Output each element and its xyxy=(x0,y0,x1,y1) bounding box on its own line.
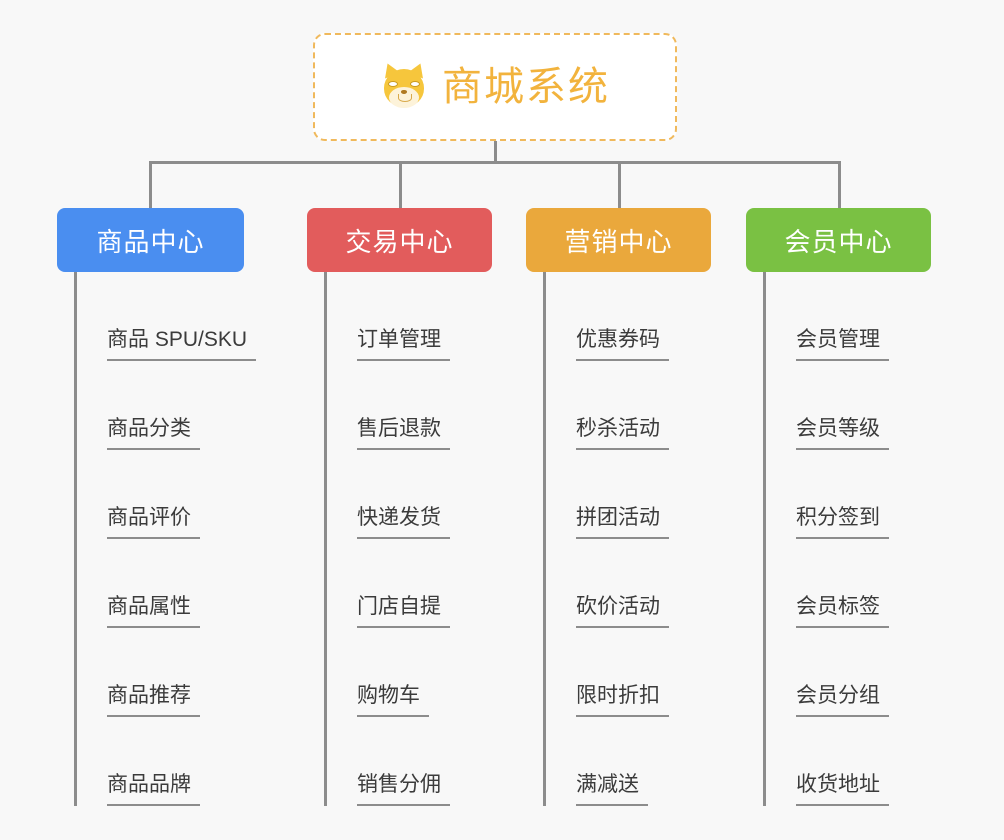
leaf-label: 积分签到 xyxy=(796,506,889,539)
root-node[interactable]: 商城系统 xyxy=(313,33,677,141)
branch-header-label-4: 会员中心 xyxy=(784,226,893,257)
leaf-label: 商品分类 xyxy=(107,417,200,450)
branch-column-3: 营销中心 优惠券码 秒杀活动 拼团活动 砍价活动 限时折扣 满减送 xyxy=(526,208,716,806)
leaf-group-3: 优惠券码 秒杀活动 拼团活动 砍价活动 限时折扣 满减送 xyxy=(543,272,716,806)
leaf-item[interactable]: 商品 SPU/SKU xyxy=(77,272,257,361)
leaf-label: 满减送 xyxy=(576,773,648,806)
branch-header-label-3: 营销中心 xyxy=(564,226,673,257)
root-stem-connector xyxy=(494,141,497,163)
leaf-item[interactable]: 满减送 xyxy=(546,717,716,806)
leaf-label: 收货地址 xyxy=(796,773,889,806)
leaf-group-2: 订单管理 售后退款 快递发货 门店自提 购物车 销售分佣 xyxy=(324,272,497,806)
leaf-label: 限时折扣 xyxy=(576,684,669,717)
leaf-item[interactable]: 商品推荐 xyxy=(77,628,257,717)
leaf-label: 商品推荐 xyxy=(107,684,200,717)
leaf-label: 商品评价 xyxy=(107,506,200,539)
leaf-item[interactable]: 门店自提 xyxy=(327,539,497,628)
branch-drop-connector-1 xyxy=(149,161,152,209)
leaf-label: 售后退款 xyxy=(357,417,450,450)
leaf-item[interactable]: 会员等级 xyxy=(766,361,936,450)
leaf-item[interactable]: 会员标签 xyxy=(766,539,936,628)
leaf-label: 会员等级 xyxy=(796,417,889,450)
leaf-label: 订单管理 xyxy=(357,328,450,361)
branch-header-4[interactable]: 会员中心 xyxy=(746,208,931,272)
branch-column-2: 交易中心 订单管理 售后退款 快递发货 门店自提 购物车 销售分佣 xyxy=(307,208,497,806)
leaf-label: 砍价活动 xyxy=(576,595,669,628)
leaf-item[interactable]: 拼团活动 xyxy=(546,450,716,539)
branch-column-4: 会员中心 会员管理 会员等级 积分签到 会员标签 会员分组 收货地址 xyxy=(746,208,936,806)
branch-header-2[interactable]: 交易中心 xyxy=(307,208,492,272)
leaf-label: 秒杀活动 xyxy=(576,417,669,450)
branch-bus-connector xyxy=(150,161,840,164)
leaf-item[interactable]: 商品分类 xyxy=(77,361,257,450)
root-title: 商城系统 xyxy=(442,65,610,109)
branch-header-3[interactable]: 营销中心 xyxy=(526,208,711,272)
branch-header-1[interactable]: 商品中心 xyxy=(57,208,244,272)
leaf-label: 拼团活动 xyxy=(576,506,669,539)
leaf-item[interactable]: 收货地址 xyxy=(766,717,936,806)
leaf-item[interactable]: 砍价活动 xyxy=(546,539,716,628)
leaf-item[interactable]: 快递发货 xyxy=(327,450,497,539)
leaf-label: 销售分佣 xyxy=(357,773,450,806)
leaf-label: 优惠券码 xyxy=(576,328,669,361)
leaf-label: 门店自提 xyxy=(357,595,450,628)
branch-header-label-1: 商品中心 xyxy=(96,226,205,257)
leaf-item[interactable]: 商品属性 xyxy=(77,539,257,628)
leaf-label: 会员分组 xyxy=(796,684,889,717)
leaf-item[interactable]: 商品评价 xyxy=(77,450,257,539)
dog-face-icon xyxy=(380,60,428,111)
leaf-label: 商品品牌 xyxy=(107,773,200,806)
branch-column-1: 商品中心 商品 SPU/SKU 商品分类 商品评价 商品属性 商品推荐 商品品牌 xyxy=(57,208,257,806)
leaf-item[interactable]: 限时折扣 xyxy=(546,628,716,717)
leaf-group-4: 会员管理 会员等级 积分签到 会员标签 会员分组 收货地址 xyxy=(763,272,936,806)
leaf-item[interactable]: 销售分佣 xyxy=(327,717,497,806)
leaf-item[interactable]: 订单管理 xyxy=(327,272,497,361)
leaf-item[interactable]: 秒杀活动 xyxy=(546,361,716,450)
leaf-group-1: 商品 SPU/SKU 商品分类 商品评价 商品属性 商品推荐 商品品牌 xyxy=(74,272,257,806)
leaf-label: 快递发货 xyxy=(357,506,450,539)
leaf-label: 会员标签 xyxy=(796,595,889,628)
leaf-label: 会员管理 xyxy=(796,328,889,361)
branch-header-label-2: 交易中心 xyxy=(345,226,454,257)
leaf-item[interactable]: 优惠券码 xyxy=(546,272,716,361)
branch-drop-connector-2 xyxy=(399,161,402,209)
leaf-item[interactable]: 积分签到 xyxy=(766,450,936,539)
leaf-item[interactable]: 售后退款 xyxy=(327,361,497,450)
leaf-item[interactable]: 购物车 xyxy=(327,628,497,717)
branch-drop-connector-3 xyxy=(618,161,621,209)
leaf-label: 购物车 xyxy=(357,684,429,717)
leaf-label: 商品属性 xyxy=(107,595,200,628)
leaf-label: 商品 SPU/SKU xyxy=(107,328,257,361)
leaf-item[interactable]: 商品品牌 xyxy=(77,717,257,806)
branch-drop-connector-4 xyxy=(838,161,841,209)
leaf-item[interactable]: 会员分组 xyxy=(766,628,936,717)
leaf-item[interactable]: 会员管理 xyxy=(766,272,936,361)
